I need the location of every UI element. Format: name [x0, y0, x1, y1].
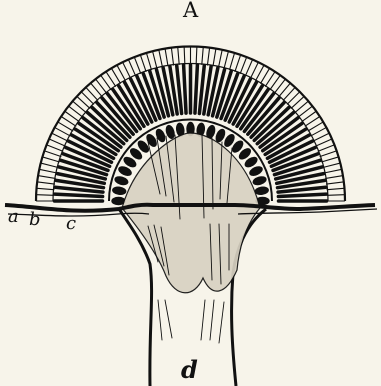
outer-tick — [153, 52, 157, 68]
outer-tick — [37, 195, 54, 196]
outer-tick — [117, 66, 125, 81]
label-d: d — [181, 358, 198, 382]
outer-tick — [141, 55, 147, 71]
outer-tick — [38, 182, 55, 184]
outer-tick — [171, 48, 173, 65]
outer-tick — [320, 151, 336, 157]
outer-tick — [246, 60, 253, 76]
outer-tick — [308, 122, 323, 131]
outer-tick — [112, 69, 121, 84]
label-b: b — [29, 211, 41, 229]
dark-ray — [184, 65, 186, 113]
outer-tick — [39, 176, 56, 179]
outer-tick — [196, 47, 197, 64]
outer-tick — [322, 157, 338, 162]
outer-tick — [314, 133, 329, 140]
outer-tick — [251, 63, 258, 78]
outer-tick — [55, 128, 70, 136]
outer-tick — [43, 157, 59, 162]
outer-tick — [123, 63, 130, 78]
outer-tick — [318, 145, 334, 151]
hatch-stroke — [201, 300, 205, 340]
hatch-stroke — [210, 300, 214, 340]
outer-tick — [235, 55, 241, 71]
outer-tick — [45, 151, 61, 157]
outer-tick — [165, 49, 168, 66]
outer-tick — [316, 139, 332, 146]
outer-tick — [184, 47, 185, 64]
outer-tick — [178, 48, 179, 65]
outer-tick — [41, 163, 57, 167]
outer-tick — [323, 163, 339, 167]
outer-tick — [135, 58, 141, 74]
outer-tick — [224, 52, 228, 68]
hatch-stroke — [219, 302, 224, 343]
label-a-lowercase: a — [8, 208, 19, 226]
outer-tick — [327, 195, 344, 196]
outer-tick — [240, 58, 246, 74]
outer-tick — [219, 50, 222, 67]
hatch-stroke — [158, 300, 162, 340]
outer-tick — [326, 176, 343, 179]
outer-tick — [58, 122, 73, 131]
hatch-stroke — [165, 300, 172, 338]
dark-ray — [278, 194, 326, 196]
outer-tick — [49, 139, 65, 146]
outer-tick — [52, 133, 67, 140]
dark-ray — [55, 194, 103, 196]
outer-tick — [213, 49, 216, 66]
outer-tick — [37, 188, 54, 189]
outer-tick — [40, 169, 57, 172]
label-a-uppercase: A — [183, 0, 198, 21]
outer-tick — [325, 169, 342, 172]
outer-tick — [230, 53, 235, 69]
outer-tick — [207, 48, 209, 65]
outer-tick — [256, 66, 264, 81]
outer-tick — [147, 53, 152, 69]
outer-tick — [261, 69, 270, 84]
outer-tick — [326, 182, 343, 184]
outer-tick — [327, 188, 344, 189]
outer-tick — [47, 145, 63, 151]
outer-tick — [129, 60, 136, 76]
outer-tick — [311, 128, 326, 136]
outer-tick — [202, 48, 203, 65]
dark-ray — [195, 65, 197, 113]
outer-tick — [159, 50, 162, 67]
label-c: c — [66, 215, 76, 233]
